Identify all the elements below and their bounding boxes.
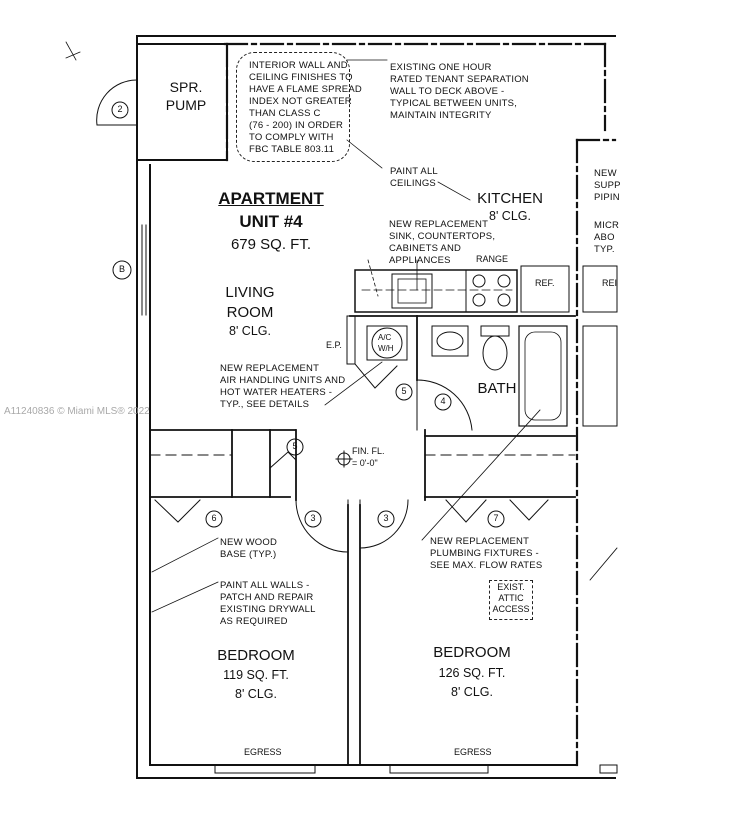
- neighbor-note-line4: MICR: [594, 220, 620, 231]
- bedroom-left-ceiling: 8' CLG.: [235, 687, 277, 701]
- attic-label-line3: ACCESS: [492, 604, 530, 614]
- bath-label: BATH: [477, 380, 517, 397]
- range-label: RANGE: [476, 254, 509, 264]
- paint-walls-note-line2: PATCH AND REPAIR: [220, 592, 314, 603]
- door-tag: 5: [401, 386, 407, 396]
- attic-access-box: [489, 580, 533, 620]
- neighbor-note-line3: PIPIN: [594, 192, 620, 203]
- separation-wall-note-line3: WALL TO DECK ABOVE -: [390, 86, 505, 97]
- door-swings: [154, 499, 549, 553]
- door-tag: 6: [211, 513, 217, 523]
- paint-ceilings-note-line1: PAINT ALL: [390, 166, 438, 177]
- plan-area: 679 SQ. FT.: [230, 236, 312, 253]
- ref-partial-label: REI: [602, 278, 618, 288]
- watermark: A11240836 © Miami MLS® 2022: [4, 406, 150, 417]
- exterior-walls: [136, 35, 616, 779]
- door-tag: 2: [117, 104, 123, 114]
- leader-lines: [65, 41, 618, 613]
- separation-wall-note-line5: MAINTAIN INTEGRITY: [390, 110, 492, 121]
- neighbor-note-line2: SUPP: [594, 180, 621, 191]
- kitchen-note-line4: APPLIANCES: [389, 255, 451, 266]
- neighbor-note-line6: TYP.: [594, 244, 615, 255]
- kitchen-counter: [354, 265, 618, 313]
- interior-finish-note-line2: CEILING FINISHES TO: [249, 72, 353, 83]
- grid-b-label: B: [118, 264, 125, 274]
- egress-right-label: EGRESS: [454, 747, 492, 757]
- mechanical-and-bath: [346, 315, 618, 431]
- living-room-label-line2: ROOM: [226, 304, 274, 321]
- door-tag-circles: [111, 101, 505, 528]
- ep-label: E.P.: [326, 340, 342, 350]
- fin-fl-elevation: = 0'-0": [352, 458, 378, 468]
- kitchen-ceiling: 8' CLG.: [489, 209, 531, 223]
- door-tag: 4: [440, 396, 446, 406]
- separation-wall-note-line2: RATED TENANT SEPARATION: [390, 74, 529, 85]
- air-handling-note-line4: TYP., SEE DETAILS: [220, 399, 310, 410]
- plan-title-line2: UNIT #4: [239, 212, 303, 231]
- interior-finish-note-line7: TO COMPLY WITH: [249, 132, 334, 143]
- left-window: [141, 224, 147, 316]
- door-tag: 5: [292, 441, 298, 451]
- interior-finish-note-line1: INTERIOR WALL AND: [249, 60, 348, 71]
- plan-title-line1: APARTMENT: [218, 189, 324, 208]
- attic-label-line1: EXIST.: [497, 582, 525, 592]
- bedroom-right-label: BEDROOM: [433, 644, 511, 661]
- air-handling-note-line3: HOT WATER HEATERS -: [220, 387, 333, 398]
- paint-walls-note-line4: AS REQUIRED: [220, 616, 288, 627]
- spr-pump-room: [96, 43, 228, 161]
- interior-finish-note-line8: FBC TABLE 803.11: [249, 144, 335, 155]
- interior-finish-note-line3: HAVE A FLAME SPREAD: [249, 84, 362, 95]
- interior-finish-note-line6: (76 - 200) IN ORDER: [249, 120, 344, 131]
- bedroom-right-area: 126 SQ. FT.: [438, 666, 506, 680]
- bottom-windows: [214, 764, 618, 774]
- paint-walls-note-line3: EXISTING DRYWALL: [220, 604, 316, 615]
- wh-label: W/H: [378, 344, 394, 353]
- door-tag: 3: [310, 513, 316, 523]
- paint-ceilings-note-line2: CEILINGS: [390, 178, 436, 189]
- bedroom-left-area: 119 SQ. FT.: [223, 668, 289, 682]
- kitchen-note-line3: CABINETS AND: [389, 243, 462, 254]
- door-tag: 3: [383, 513, 389, 523]
- kitchen-label: KITCHEN: [477, 190, 543, 207]
- air-handling-note-line2: AIR HANDLING UNITS AND: [220, 375, 346, 386]
- separation-wall-note-line1: EXISTING ONE HOUR: [390, 62, 492, 73]
- spr-pump-label-line1: SPR.: [169, 79, 203, 95]
- kitchen-note-line2: SINK, COUNTERTOPS,: [389, 231, 496, 242]
- ref-label: REF.: [535, 278, 555, 288]
- neighbor-note-line5: ABO: [594, 232, 615, 243]
- living-room-ceiling: 8' CLG.: [229, 324, 271, 338]
- interior-finish-note-line5: THAN CLASS C: [249, 108, 321, 119]
- living-room-label-line1: LIVING: [225, 284, 275, 301]
- paint-walls-note-line1: PAINT ALL WALLS -: [220, 580, 310, 591]
- fin-fl-label: FIN. FL.: [352, 446, 385, 456]
- spr-pump-label-line2: PUMP: [165, 97, 207, 113]
- ac-label: A/C: [378, 333, 392, 342]
- kitchen-note-line1: NEW REPLACEMENT: [389, 219, 489, 230]
- interior-finish-note-line4: INDEX NOT GREATER: [249, 96, 352, 107]
- neighbor-note-line1: NEW: [594, 168, 617, 179]
- plumbing-note-line2: PLUMBING FIXTURES -: [430, 548, 539, 559]
- interior-finish-note-cloud: [236, 52, 350, 162]
- air-handling-note-line1: NEW REPLACEMENT: [220, 363, 320, 374]
- wood-base-note-line1: NEW WOOD: [220, 537, 278, 548]
- wood-base-note-line2: BASE (TYP.): [220, 549, 277, 560]
- plumbing-note-line3: SEE MAX. FLOW RATES: [430, 560, 543, 571]
- door-tag: 7: [493, 513, 499, 523]
- attic-label-line2: ATTIC: [498, 593, 524, 603]
- separation-wall-note-line4: TYPICAL BETWEEN UNITS,: [390, 98, 518, 109]
- bedroom-right-ceiling: 8' CLG.: [451, 685, 493, 699]
- plumbing-note-line1: NEW REPLACEMENT: [430, 536, 530, 547]
- egress-left-label: EGRESS: [244, 747, 282, 757]
- bedroom-left-label: BEDROOM: [217, 647, 295, 664]
